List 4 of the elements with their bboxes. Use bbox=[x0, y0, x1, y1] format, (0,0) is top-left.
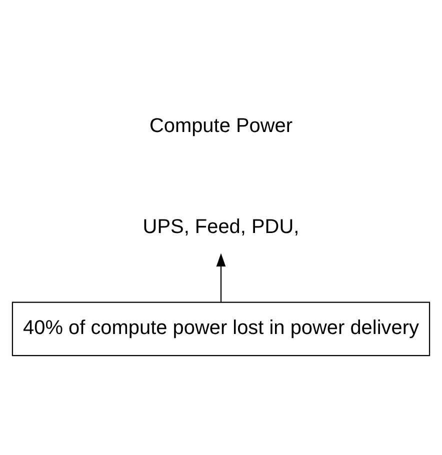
node-text: UPS, Feed, PDU, bbox=[142, 215, 300, 238]
label: Compute Power bbox=[149, 114, 293, 136]
arrow bbox=[216, 252, 226, 302]
node-box: 40% of compute power lost in power delivery bbox=[12, 301, 430, 356]
